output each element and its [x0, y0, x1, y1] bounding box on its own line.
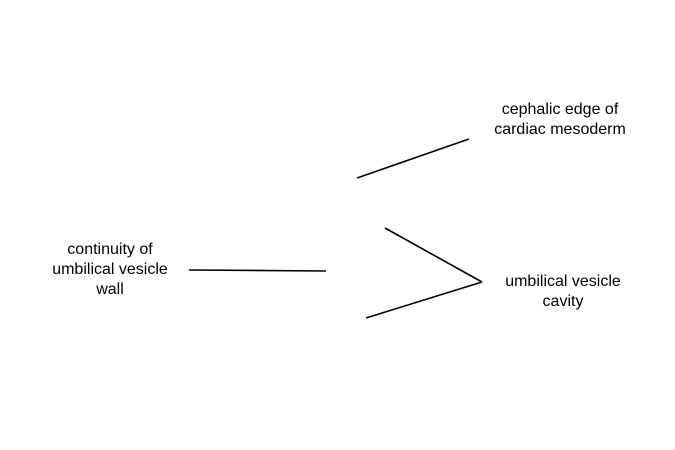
label-umbilical-vesicle-cavity: umbilical vesicle cavity	[478, 272, 648, 312]
leader-line-cavity-lower	[365, 281, 483, 319]
label-line: cardiac mesoderm	[494, 121, 626, 138]
label-line: cephalic edge of	[501, 101, 619, 118]
label-continuity-of-umbilical-vesicle-wall: continuity of umbilical vesicle wall	[30, 240, 190, 300]
label-cephalic-edge-of-cardiac-mesoderm: cephalic edge of cardiac mesoderm	[470, 100, 650, 140]
label-line: umbilical vesicle	[52, 261, 168, 278]
leader-line-cavity-upper	[384, 227, 483, 283]
label-line: wall	[96, 281, 124, 298]
label-line: cavity	[542, 293, 584, 310]
leader-line-vesicle-wall	[188, 269, 327, 272]
leader-line-cephalic-edge	[356, 138, 470, 179]
label-line: continuity of	[67, 241, 153, 258]
label-line: umbilical vesicle	[505, 273, 621, 290]
